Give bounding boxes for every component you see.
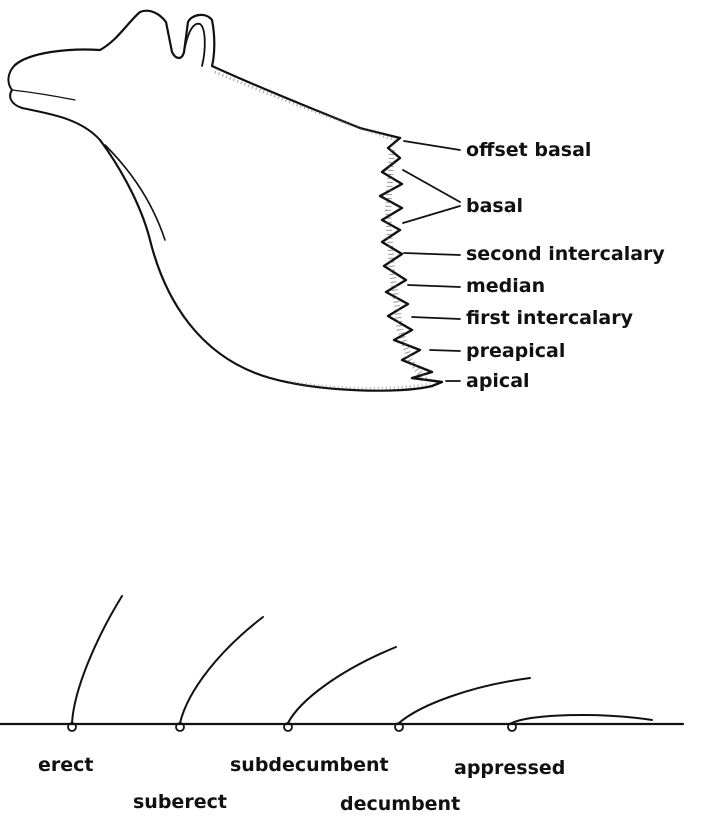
label-erect: erect: [38, 754, 94, 776]
hair-decumbent: [399, 678, 530, 723]
label-offset-basal: offset basal: [466, 139, 591, 161]
mandible-leaders: [403, 141, 460, 381]
label-appressed: appressed: [454, 757, 565, 779]
leader-median: [408, 285, 460, 287]
label-apical: apical: [466, 370, 530, 392]
leader-first-intercalary: [412, 317, 460, 319]
hair-subdecumbent: [288, 647, 396, 723]
hair-erect: [72, 596, 122, 723]
label-first-intercalary: first intercalary: [466, 307, 634, 329]
label-subdecumbent: subdecumbent: [230, 754, 389, 776]
label-median: median: [466, 275, 545, 297]
mandible-outline: [15, 11, 400, 138]
label-decumbent: decumbent: [340, 793, 460, 815]
mandible-drawing: [8, 11, 442, 391]
hair-appressed: [512, 715, 652, 723]
mandible-labels: offset basal basal second intercalary me…: [466, 139, 665, 392]
leader-basal-1: [403, 170, 460, 202]
mandible-base: [8, 65, 100, 140]
basal-margin: [100, 140, 432, 391]
leader-second-intercalary: [404, 253, 460, 255]
hair-suberect: [180, 617, 263, 723]
hair-labels: erect suberect subdecumbent decumbent ap…: [38, 754, 565, 815]
label-basal: basal: [466, 195, 523, 217]
label-suberect: suberect: [133, 791, 227, 813]
label-second-intercalary: second intercalary: [466, 243, 665, 265]
hair-diagram: [0, 596, 683, 731]
leader-preapical: [430, 350, 460, 351]
leader-offset-basal: [404, 141, 460, 150]
label-preapical: preapical: [466, 340, 565, 362]
leader-basal-2: [403, 206, 460, 223]
mandible-base-inner: [12, 90, 75, 100]
